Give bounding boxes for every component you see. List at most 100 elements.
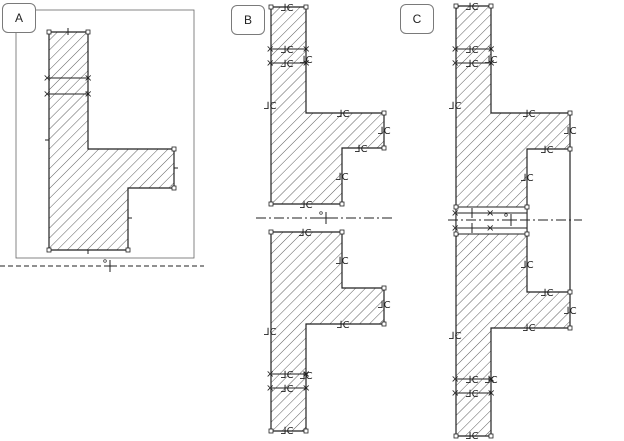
- panel-c-vertex: [567, 110, 573, 116]
- panel-a-vertex: [46, 29, 52, 35]
- panel-c-cross-mark: ×: [487, 374, 495, 385]
- panel-b-vertex: [381, 110, 387, 116]
- panel-c-vertex: [453, 204, 459, 210]
- panel-b-vertex: [339, 201, 345, 207]
- panel-b-cross-mark: ×: [266, 58, 274, 69]
- symmetry-marker: ⅃C: [281, 59, 294, 70]
- panel-a-cross-mark: ×: [43, 73, 51, 84]
- panel-c-vertex: [453, 231, 459, 237]
- panel-c-cross-mark: ×: [451, 58, 459, 69]
- symmetry-marker: ⅃C: [466, 389, 479, 400]
- symmetry-marker: ⅃C: [541, 288, 554, 299]
- symmetry-marker: ⅃C: [264, 327, 277, 338]
- panel-a-label: A: [2, 3, 36, 33]
- symmetry-marker: ⅃C: [449, 101, 462, 112]
- panel-c-vertex: [567, 325, 573, 331]
- panel-b-cross-mark: ×: [302, 369, 310, 380]
- symmetry-marker: ⅃C: [337, 320, 350, 331]
- panel-c-cross-mark: ×: [487, 58, 495, 69]
- symmetry-marker: ⅃C: [466, 59, 479, 70]
- symmetry-marker: ⅃C: [281, 370, 294, 381]
- panel-b-vertex: [268, 201, 274, 207]
- symmetry-marker: ⅃C: [300, 371, 313, 382]
- panel-a-polygon: [48, 31, 175, 251]
- panel-b-cross-mark: ×: [302, 58, 310, 69]
- panel-b-figure: × × × × × × × ×: [256, 4, 392, 434]
- panel-a-vertex: [46, 247, 52, 253]
- panel-c-cross-mark: ×: [486, 208, 494, 219]
- symmetry-marker: ⅃C: [449, 331, 462, 342]
- panel-c-figure: × × × × × × × × × × × ×: [448, 3, 582, 439]
- symmetry-marker: ⅃C: [264, 101, 277, 112]
- panel-b-origin-dot: [319, 211, 323, 215]
- symmetry-marker: ⅃C: [564, 306, 577, 317]
- symmetry-marker: ⅃C: [466, 45, 479, 56]
- panel-b-vertex: [303, 428, 309, 434]
- panel-b-upper-polygon: [270, 6, 385, 205]
- panel-b-vertex: [268, 229, 274, 235]
- panel-c-cross-mark: ×: [487, 44, 495, 55]
- symmetry-marker: ⅃C: [485, 375, 498, 386]
- panel-c-cross-mark: ×: [451, 223, 459, 234]
- panel-a-vertex: [125, 247, 131, 253]
- symmetry-marker: ⅃C: [281, 45, 294, 56]
- panel-b-vertex: [381, 285, 387, 291]
- symmetry-marker: ⅃C: [521, 173, 534, 184]
- panel-a-cross-mark: ×: [84, 89, 92, 100]
- panel-c-cross-mark: ×: [451, 374, 459, 385]
- panel-c-vertex: [453, 3, 459, 9]
- panel-c-cross-mark: ×: [486, 223, 494, 234]
- panel-c-label: C: [400, 4, 434, 34]
- symmetry-marker: ⅃C: [466, 431, 479, 441]
- panel-c-vertex: [524, 204, 530, 210]
- symmetry-marker: ⅃C: [466, 2, 479, 13]
- panel-a-vertex: [85, 29, 91, 35]
- symmetry-marker: ⅃C: [378, 126, 391, 137]
- panel-b-lower-polygon: [270, 231, 385, 432]
- symmetry-marker: ⅃C: [299, 228, 312, 239]
- panel-b-vertex: [381, 145, 387, 151]
- panel-b-cross-mark: ×: [266, 383, 274, 394]
- panel-b-cross-mark: ×: [266, 44, 274, 55]
- symmetry-marker: ⅃C: [541, 145, 554, 156]
- panel-c-cross-mark: ×: [487, 388, 495, 399]
- symmetry-marker: ⅃C: [523, 323, 536, 334]
- symmetry-marker: ⅃C: [300, 55, 313, 66]
- panel-b-cross-mark: ×: [302, 44, 310, 55]
- panel-c-vertex: [453, 433, 459, 439]
- panel-c-cross-mark: ×: [451, 44, 459, 55]
- symmetry-marker: ⅃C: [281, 426, 294, 437]
- panel-c-vertex: [567, 146, 573, 152]
- symmetry-marker: ⅃C: [378, 300, 391, 311]
- panel-b-cross-mark: ×: [266, 369, 274, 380]
- panel-c-origin-dot: [504, 213, 508, 217]
- panel-c-vertex: [488, 3, 494, 9]
- symmetry-marker: ⅃C: [281, 384, 294, 395]
- panel-c-vertex: [524, 231, 530, 237]
- panel-a-cross-mark: ×: [84, 73, 92, 84]
- panel-a-origin-dot: [103, 259, 107, 263]
- panel-c-cross-mark: ×: [451, 208, 459, 219]
- panel-a-figure: × × × ×: [0, 9, 204, 272]
- panel-a-vertex: [171, 146, 177, 152]
- symmetry-marker: ⅃C: [300, 200, 313, 211]
- symmetry-marker: ⅃C: [485, 55, 498, 66]
- panel-b-vertex: [303, 4, 309, 10]
- symmetry-marker: ⅃C: [336, 172, 349, 183]
- panel-a-vertex: [171, 185, 177, 191]
- symmetry-markers: ⅃C ⅃C ⅃C ⅃C ⅃C ⅃C ⅃C ⅃C ⅃C ⅃C ⅃C ⅃C ⅃C ⅃…: [264, 2, 577, 441]
- symmetry-marker: ⅃C: [281, 3, 294, 14]
- symmetry-marker: ⅃C: [337, 109, 350, 120]
- symmetry-marker: ⅃C: [466, 375, 479, 386]
- panel-a-cross-mark: ×: [43, 89, 51, 100]
- symmetry-marker: ⅃C: [521, 260, 534, 271]
- panel-c-cross-mark: ×: [451, 388, 459, 399]
- symmetry-marker: ⅃C: [355, 144, 368, 155]
- panel-b-label: B: [231, 5, 265, 35]
- panel-c-vertex: [488, 433, 494, 439]
- symmetry-marker: ⅃C: [523, 109, 536, 120]
- panel-c-vertex: [567, 289, 573, 295]
- symmetry-marker: ⅃C: [564, 126, 577, 137]
